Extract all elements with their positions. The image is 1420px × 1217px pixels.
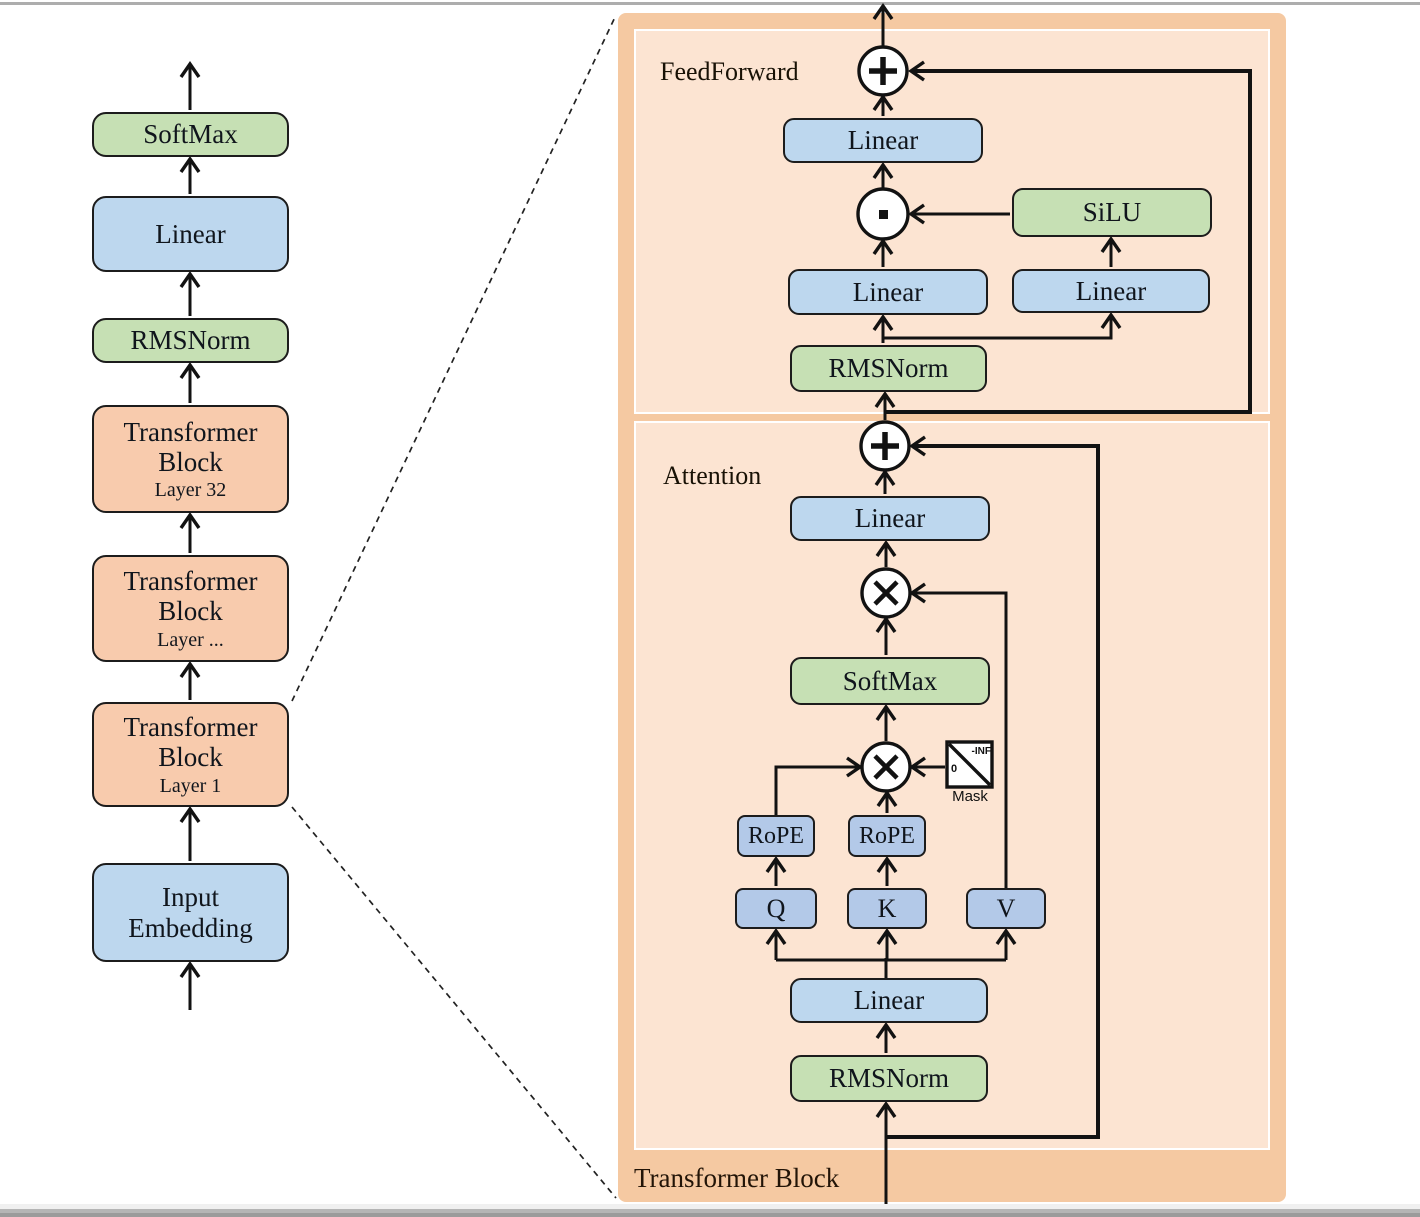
att-rmsnorm-label: RMSNorm [828,1063,950,1094]
rope-q-box: RoPE [737,815,815,857]
att-linear-in-label: Linear [853,985,925,1016]
bottom-frame-line-light [0,1204,1420,1209]
attention-arrows [765,469,1017,1217]
ff-silu-label: SiLU [1082,197,1142,228]
top-frame-line [0,2,1420,5]
k-box: K [847,888,927,929]
attention-section-label: Attention [663,461,762,490]
att-linear-out-label: Linear [854,503,926,534]
ff-linear-up-label: Linear [1075,275,1147,306]
att-softmax-label: SoftMax [842,665,938,696]
residual-wires [885,60,1252,1139]
transformer-block-layer1: Transformer Block Layer 1 [92,702,289,807]
transformer-block-layer-dots: Transformer Block Layer ... [92,555,289,662]
input-embedding-box: Input Embedding [92,863,289,962]
left-softmax-label: SoftMax [143,119,238,150]
ff-linear-gate-label: Linear [852,276,924,307]
ff-rmsnorm-label: RMSNorm [828,353,949,384]
feedforward-arrows [872,3,1122,420]
ff-linear-out-box: Linear [783,118,983,163]
k-label: K [877,893,897,923]
bottom-frame-line [0,1209,1420,1213]
transformer-block-panel-label: Transformer Block [634,1163,840,1193]
left-rmsnorm-box: RMSNorm [92,318,289,363]
rope-k-box: RoPE [848,815,926,857]
att-linear-in-box: Linear [790,978,988,1023]
left-softmax-box: SoftMax [92,112,289,157]
block-layer-label: Layer 32 [154,479,227,502]
dashed-zoom-lines [291,14,617,1199]
transformer-block-layer32: Transformer Block Layer 32 [92,405,289,513]
mask-neg-inf-value: -INF [971,746,991,757]
add-icon [859,420,911,472]
rope-q-label: RoPE [747,822,804,849]
v-label: V [996,893,1016,923]
mask-icon [945,740,994,789]
ff-rmsnorm-box: RMSNorm [790,345,987,392]
v-box: V [966,888,1046,929]
block-title: Transformer Block [123,416,258,477]
rope-k-label: RoPE [858,822,915,849]
mask-zero-value: 0 [951,763,958,775]
ff-linear-gate-box: Linear [788,269,988,315]
matmul-icon [860,567,912,619]
att-linear-out-box: Linear [790,496,990,541]
block-layer-label: Layer ... [157,628,224,651]
left-linear-label: Linear [155,218,226,249]
matmul-icon [860,741,912,793]
bottom-frame-line-dark [0,1213,1420,1217]
att-softmax-box: SoftMax [790,657,990,705]
block-title: Transformer Block [123,566,258,627]
left-rmsnorm-label: RMSNorm [130,325,251,356]
input-embedding-label: Input Embedding [128,882,253,943]
ff-linear-out-label: Linear [847,125,919,156]
q-label: Q [766,893,786,923]
add-icon [857,45,909,97]
block-layer-label: Layer 1 [159,774,222,797]
ff-silu-box: SiLU [1012,188,1212,237]
ff-linear-up-box: Linear [1012,269,1210,313]
q-box: Q [735,888,817,929]
block-title: Transformer Block [123,712,258,773]
feedforward-section-label: FeedForward [660,57,799,86]
left-linear-box: Linear [92,196,289,272]
elementwise-product-icon [856,187,910,241]
att-rmsnorm-box: RMSNorm [790,1055,988,1102]
mask-label: Mask [952,788,988,805]
